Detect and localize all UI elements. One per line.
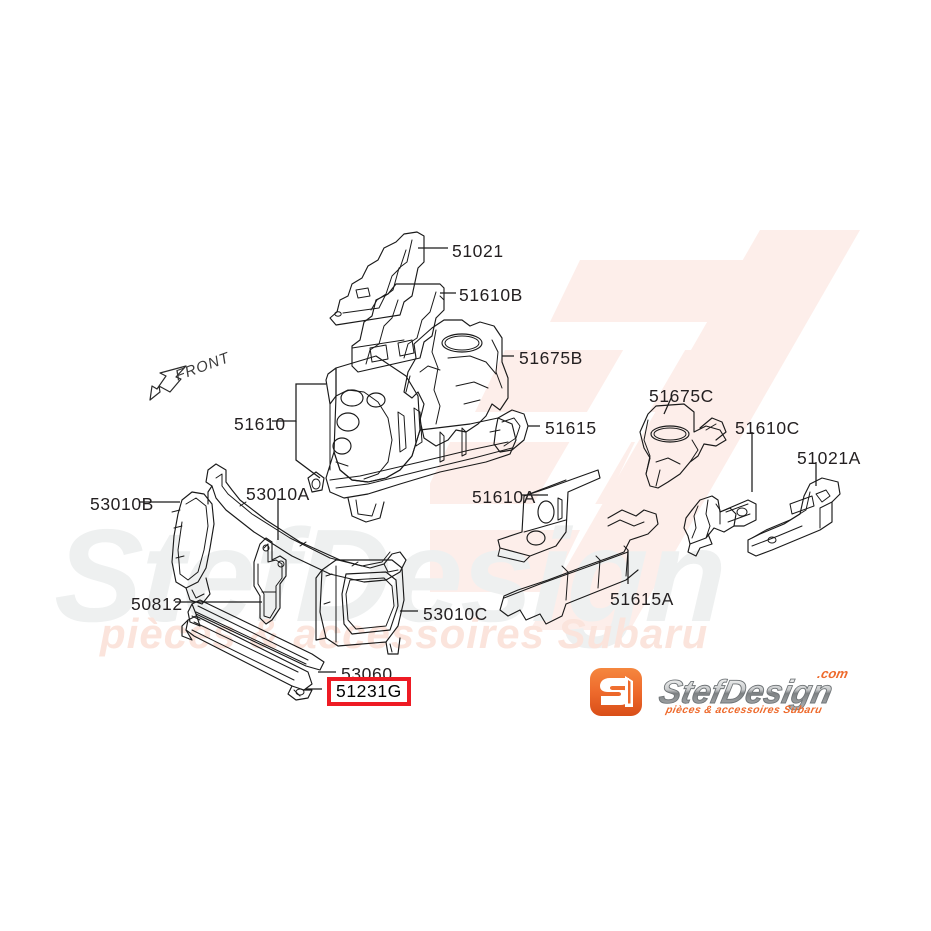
- part-label-51675C[interactable]: 51675C: [649, 386, 714, 406]
- svg-text:pièces & accessoires Subaru: pièces & accessoires Subaru: [664, 704, 824, 716]
- part-label-51021A[interactable]: 51021A: [797, 448, 861, 468]
- logo-wordmark: StefDesign: [655, 674, 836, 711]
- part-label-51615A[interactable]: 51615A: [610, 589, 674, 609]
- part-shape-51610: [308, 356, 516, 522]
- part-shape-53010A: [206, 464, 406, 582]
- part-label-51610A[interactable]: 51610A: [472, 487, 536, 507]
- part-shape-51610C: [684, 496, 756, 556]
- part-shape-50812: [254, 538, 286, 624]
- part-label-51021[interactable]: 51021: [452, 241, 504, 261]
- part-shape-51021: [330, 232, 424, 325]
- part-label-53010A[interactable]: 53010A: [246, 484, 310, 504]
- part-shape-51615A: [500, 510, 658, 624]
- part-label-51610[interactable]: 51610: [234, 414, 286, 434]
- part-shape-51021A: [748, 478, 840, 556]
- part-label-50812[interactable]: 50812: [131, 594, 183, 614]
- svg-text:.com: .com: [816, 666, 850, 681]
- part-shape-51615: [490, 410, 528, 452]
- part-label-51231G-highlighted[interactable]: 51231G: [327, 677, 411, 707]
- part-shape-53060: [188, 600, 324, 670]
- part-label-51610C[interactable]: 51610C: [735, 418, 800, 438]
- part-shape-53010C: [316, 560, 404, 654]
- logo-badge-icon: [590, 668, 642, 716]
- part-label-53010C[interactable]: 53010C: [423, 604, 488, 624]
- part-label-53010B[interactable]: 53010B: [90, 494, 154, 514]
- front-direction-arrow: [150, 366, 186, 400]
- part-label-51610B[interactable]: 51610B: [459, 285, 523, 305]
- part-shape-51610B: [352, 284, 444, 372]
- part-shape-53010B: [172, 492, 214, 604]
- part-label-51675B[interactable]: 51675B: [519, 348, 583, 368]
- stefdesign-logo[interactable]: StefDesign .com pièces & accessoires Sub…: [588, 663, 868, 725]
- part-shape-51610A: [498, 470, 600, 562]
- part-shape-51231G: [182, 616, 312, 700]
- part-shape-51675C: [640, 404, 726, 488]
- svg-text:StefDesign: StefDesign: [656, 674, 836, 711]
- leader-lines: [140, 248, 816, 689]
- part-shape-51675B: [404, 320, 508, 446]
- part-label-51615[interactable]: 51615: [545, 418, 597, 438]
- logo-tagline: pièces & accessoires Subaru: [664, 704, 824, 716]
- logo-tld: .com: [816, 666, 850, 681]
